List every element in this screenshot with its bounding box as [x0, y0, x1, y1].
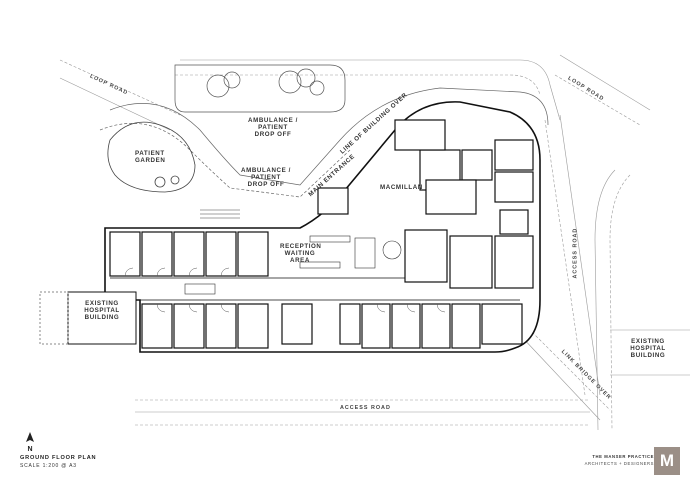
rooms-right-wing: [317, 119, 534, 289]
main-corridor: [110, 277, 520, 301]
north-letter: N: [27, 446, 32, 452]
rooms-bottom: [141, 303, 523, 349]
entrance-steps: [200, 209, 240, 219]
patient-garden-label: PATIENT GARDEN: [135, 150, 166, 165]
north-arrow-icon: N: [26, 432, 34, 452]
practice-credit: THE MANSER PRACTICE ARCHITECTS + DESIGNE…: [562, 454, 654, 466]
access-road-label-bottom: ACCESS ROAD: [340, 405, 391, 411]
ambulance-drop-off-label-2: AMBULANCE / PATIENT DROP OFF: [241, 167, 291, 189]
reception-waiting-label: RECEPTION WAITING AREA: [280, 243, 322, 265]
existing-hospital-link: [39, 291, 137, 345]
rooms-top-left: [109, 231, 269, 277]
existing-hospital-label-left: EXISTING HOSPITAL BUILDING: [84, 300, 120, 322]
drawing-title-block: GROUND FLOOR PLAN SCALE 1:200 @ A3: [20, 455, 96, 469]
access-road-label-right: ACCESS ROAD: [572, 227, 579, 279]
practice-logo: M: [654, 447, 680, 475]
drawing-title: GROUND FLOOR PLAN: [20, 455, 97, 461]
drop-off-road: [99, 87, 549, 198]
practice-subtitle: ARCHITECTS + DESIGNERS: [584, 461, 654, 466]
patient-garden: [107, 121, 196, 193]
reception-furniture: [184, 235, 402, 295]
context-lines: [59, 54, 690, 431]
ambulance-drop-off-label-1: AMBULANCE / PATIENT DROP OFF: [248, 117, 298, 139]
practice-name: THE MANSER PRACTICE: [592, 454, 654, 459]
door-swings: [124, 267, 446, 313]
macmillan-label: MACMILLAN: [380, 184, 423, 191]
drawing-scale: SCALE 1:200 @ A3: [20, 463, 77, 469]
existing-hospital-label-right: EXISTING HOSPITAL BUILDING: [630, 338, 666, 360]
landscape-top: [174, 64, 346, 113]
